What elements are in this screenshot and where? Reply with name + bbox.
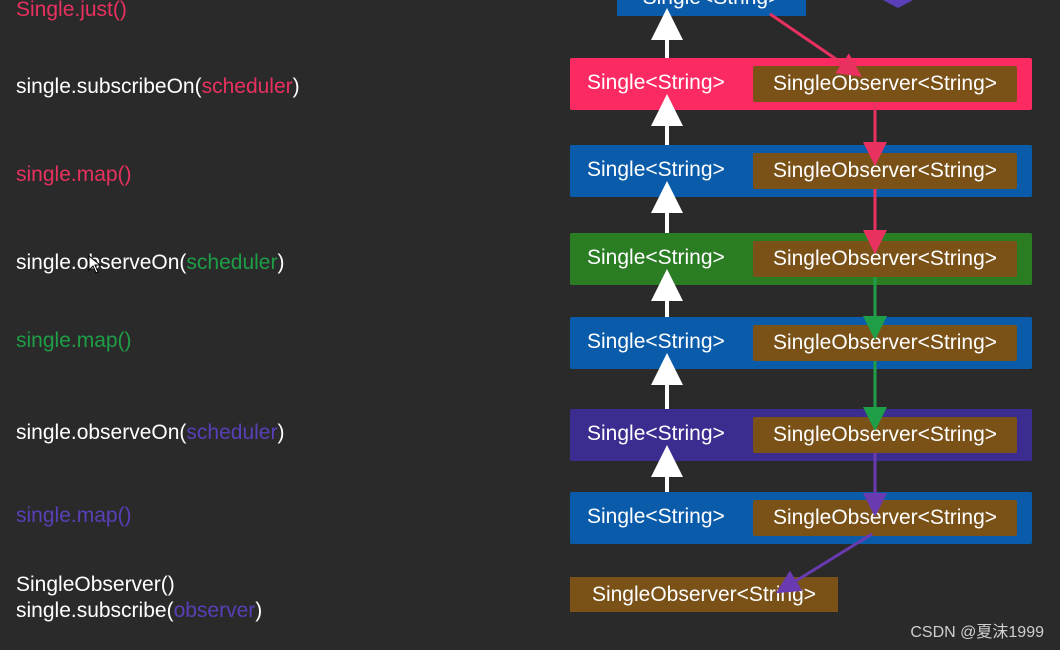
code-observe-on-2-suffix: ) [277,421,285,444]
top-indicator-shape [883,0,913,8]
row-observer-box: SingleObserver<String> [753,241,1017,277]
row-map-2: Single<String> SingleObserver<String> [570,317,1032,369]
row-single-label: Single<String> [587,422,725,445]
code-map-3: single.map() [16,504,132,527]
row-observer-box: SingleObserver<String> [753,500,1017,536]
code-observe-on-2: single.observeOn(scheduler) [16,421,284,445]
row-single-label: Single<String> [587,330,725,353]
row-single-label: Single<String> [587,158,725,181]
row-single-label: Single<String> [587,246,725,269]
code-observe-on-1-prefix: single.observeOn( [16,251,187,274]
code-subscribe-on-prefix: single.subscribeOn( [16,75,202,98]
row-observe-on-2: Single<String> SingleObserver<String> [570,409,1032,461]
code-subscribe-prefix: single.subscribe( [16,599,174,622]
code-map-1: single.map() [16,163,132,186]
row-map-1: Single<String> SingleObserver<String> [570,145,1032,197]
watermark: CSDN @夏沫1999 [910,624,1044,641]
code-observer-ctor: SingleObserver() [16,573,175,596]
code-observe-on-2-arg: scheduler [186,421,278,444]
row-observe-on-1: Single<String> SingleObserver<String> [570,233,1032,285]
code-observe-on-1-suffix: ) [277,251,285,274]
row-observer-box: SingleObserver<String> [753,417,1017,453]
code-observe-on-2-prefix: single.observeOn( [16,421,187,444]
code-subscribe-arg: observer [173,599,256,622]
code-single-just: Single.just() [16,0,127,21]
code-observe-on-1-arg: scheduler [186,251,278,274]
row-observer-box: SingleObserver<String> [753,153,1017,189]
top-single-box: Single<String> [617,0,806,16]
row-observer-box: SingleObserver<String> [753,325,1017,361]
row-observer-box: SingleObserver<String> [753,66,1017,102]
code-observe-on-1: single.observeOn(scheduler) [16,251,284,275]
code-subscribe-on-suffix: ) [292,75,300,98]
final-observer-box: SingleObserver<String> [570,577,838,612]
row-subscribe-on: Single<String> SingleObserver<String> [570,58,1032,110]
mouse-cursor-icon [88,255,102,274]
code-subscribe-on: single.subscribeOn(scheduler) [16,75,300,99]
row-map-3: Single<String> SingleObserver<String> [570,492,1032,544]
code-map-2: single.map() [16,329,132,352]
row-single-label: Single<String> [587,71,725,94]
code-subscribe: single.subscribe(observer) [16,599,262,623]
code-subscribe-on-arg: scheduler [201,75,293,98]
code-subscribe-suffix: ) [255,599,263,622]
row-single-label: Single<String> [587,505,725,528]
